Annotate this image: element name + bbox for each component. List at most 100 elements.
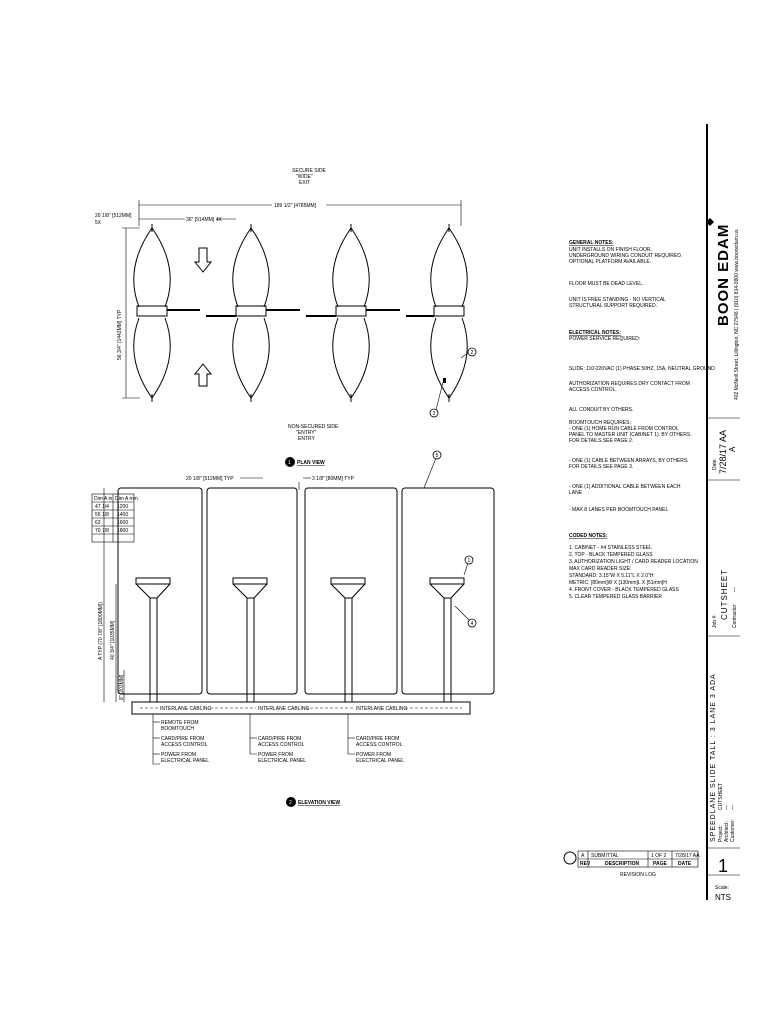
plan-bottom-label-3: ENTRY [298,436,316,442]
callout-2-icon [467,347,477,357]
plan-top-label-1: SECURE SIDE [292,168,327,174]
svg-text:BOOMTOUCH: BOOMTOUCH [161,726,194,732]
svg-text:4. FRONT COVER - BLACK TEMPERE: 4. FRONT COVER - BLACK TEMPERED GLASS [569,587,680,593]
svg-text:1600: 1600 [117,520,128,526]
svg-text:2: 2 [471,350,474,356]
svg-text:7/28/17 AA: 7/28/17 AA [675,853,700,859]
elev-cabinet-4 [429,577,465,702]
svg-text:OPTIONAL PLATFORM AVAILABLE.: OPTIONAL PLATFORM AVAILABLE. [569,259,651,265]
svg-text:63: 63 [95,520,101,526]
revision-marker-icon [563,851,577,865]
svg-text:—: — [724,805,730,810]
svg-text:SUBMITTAL: SUBMITTAL [591,853,619,859]
elevation-view-title: ELEVATION VIEW [298,800,340,806]
logo-mark-icon [706,218,714,226]
svg-text:STRUCTURAL SUPPORT REQUIRED.: STRUCTURAL SUPPORT REQUIRED. [569,303,657,309]
address: 402 McNeill Street, Lillington, NC 27546… [734,229,740,400]
svg-text:STANDARD: 3.15"W X 5.11"L X 2.: STANDARD: 3.15"W X 5.11"L X 2.0"H [569,573,654,579]
svg-text:ACCESS CONTROL: ACCESS CONTROL [161,742,208,748]
svg-text:LANE: LANE [569,490,583,496]
svg-text:Dim A in: Dim A in [94,496,113,502]
plan-cabinet-4 [430,224,468,402]
cabling-label-1: INTERLANE CABLING [160,706,212,712]
svg-text:DESCRIPTION: DESCRIPTION [605,861,640,867]
svg-text:1: 1 [468,558,471,564]
job-value: CUTSHEET [720,569,729,620]
svg-text:CUTSHEET: CUTSHEET [718,783,724,810]
svg-text:POWER SERVICE REQUIRED:: POWER SERVICE REQUIRED: [569,336,640,342]
svg-text:- ONE (1) CABLE BETWEEN ARRAYS: - ONE (1) CABLE BETWEEN ARRAYS, BY OTHER… [569,458,689,464]
svg-text:AUTHORIZATION REQUIRES DRY CON: AUTHORIZATION REQUIRES DRY CONTACT FROM [569,381,690,387]
svg-text:5: 5 [436,453,439,459]
view-marker-2-icon [286,797,296,807]
svg-text:PAGE: PAGE [653,861,667,867]
plan-view: SECURE SIDE "WIDE" EXIT 189 1/2" [4785MM… [95,168,477,467]
svg-text:- ONE (1) ADDITIONAL CABLE BET: - ONE (1) ADDITIONAL CABLE BETWEEN EACH [569,484,681,490]
svg-text:Dim A mm: Dim A mm [115,496,138,502]
svg-text:PANEL TO MASTER UNIT (CABINET: PANEL TO MASTER UNIT (CABINET 1). BY OTH… [569,432,692,438]
callout-4-icon [467,618,477,628]
revision-log: A SUBMITTAL 1 OF 2 7/28/17 AA REV DESCRI… [563,850,700,878]
svg-text:UNDERGROUND WIRING CONDUIT REQ: UNDERGROUND WIRING CONDUIT REQUIRED. [569,253,682,259]
elev-cabinet-3 [330,577,366,702]
elev-barrier-1 [117,487,203,695]
dim-a: A TYP (70 7/8" [1800MM]) [98,602,104,660]
svg-text:70 7/8: 70 7/8 [95,528,109,534]
elev-barrier-2 [206,487,298,695]
svg-text:2. TOP - BLACK TEMPERED GLASS: 2. TOP - BLACK TEMPERED GLASS [569,552,653,558]
svg-text:Date:: Date: [712,458,718,470]
svg-text:3. AUTHORIZATION LIGHT / CARD: 3. AUTHORIZATION LIGHT / CARD READER LOC… [569,559,698,565]
svg-text:CARD/PIRE FROM: CARD/PIRE FROM [356,736,399,742]
page-number: 1 [718,856,728,876]
svg-text:ACCESS CONTROL.: ACCESS CONTROL. [569,387,617,393]
svg-text:- MAX 8 LANES PER BOOMTOUCH PA: - MAX 8 LANES PER BOOMTOUCH PANEL [569,507,669,513]
svg-text:—: — [730,805,736,810]
svg-text:POWER FROM: POWER FROM [161,752,196,758]
cabling-label-2: INTERLANE CABLING [258,706,310,712]
svg-text:Contractor:: Contractor: [732,603,738,628]
svg-text:CARD/PIRE FROM: CARD/PIRE FROM [161,736,204,742]
svg-text:47 1/4: 47 1/4 [95,504,109,510]
plan-view-title: PLAN VIEW [297,460,325,466]
svg-text:Project:: Project: [718,825,724,842]
plan-cabinet-3 [332,224,370,402]
svg-text:1400: 1400 [117,512,128,518]
svg-text:ELECTRICAL PANEL: ELECTRICAL PANEL [356,758,404,764]
callout-1-icon [464,555,474,565]
dim-glass-sub: 5X [95,220,102,226]
coded-notes-title: CODED NOTES: [569,533,608,539]
title-block: BOON EDAM 402 McNeill Street, Lillington… [706,124,740,902]
svg-text:1. CABINET - #4 STAINLESS STEE: 1. CABINET - #4 STAINLESS STEEL [569,545,652,551]
svg-text:Scale:: Scale: [715,885,729,891]
plan-bottom-label-1: NON-SECURED SIDE [288,424,339,430]
electrical-notes-title: ELECTRICAL NOTES: [569,330,621,336]
svg-text:ALL CONDUIT BY OTHERS.: ALL CONDUIT BY OTHERS. [569,407,633,413]
svg-text:2: 2 [289,800,292,806]
dim-gap: 3 1/8" [80MM] TYP [312,476,355,482]
plan-bottom-label-2: "ENTRY" [296,430,317,436]
plan-cabinet-2 [232,224,270,402]
dim-overall: 189 1/2" [4785MM] [274,203,317,209]
dim-height: 56 3/4" [1442MM] TYP [117,309,123,360]
svg-text:FLOOR MUST BE DEAD LEVEL.: FLOOR MUST BE DEAD LEVEL. [569,281,643,287]
view-marker-icon [285,457,295,467]
rev-value: A [728,446,737,452]
svg-text:UNIT IS FREE STANDING - NO VER: UNIT IS FREE STANDING - NO VERTICAL [569,297,666,303]
scale-value: NTS [715,893,731,902]
dim-glass: 20 1/8" [512MM] [95,213,132,219]
svg-text:1800: 1800 [117,528,128,534]
svg-text:REMOTE FROM: REMOTE FROM [161,720,199,726]
svg-text:ELECTRICAL PANEL: ELECTRICAL PANEL [161,758,209,764]
svg-text:SLIDE: 110-220VAC (1) PHASE 50: SLIDE: 110-220VAC (1) PHASE 50HZ, 15A, N… [569,366,715,372]
elev-cabinet-2 [232,577,268,702]
svg-text:ACCESS CONTROL: ACCESS CONTROL [356,742,403,748]
svg-text:FOR DETAILS SEE PAGE 2.: FOR DETAILS SEE PAGE 2. [569,438,633,444]
elevation-view: 20 1/8" [512MM] TYP 3 1/8" [80MM] TYP [91,450,495,807]
svg-text:ACCESS CONTROL: ACCESS CONTROL [258,742,305,748]
product-title: SPEEDLANE SLIDE TALL : 3 LANE 3 ADA [710,673,717,842]
svg-text:CARD/PIRE FROM: CARD/PIRE FROM [258,736,301,742]
svg-text:FOR DETAILS SEE PAGE 3.: FOR DETAILS SEE PAGE 3. [569,464,633,470]
svg-text:1 OF 2: 1 OF 2 [651,853,667,859]
notes-block: GENERAL NOTES: UNIT INSTALLS ON FINISH F… [569,240,715,600]
svg-text:Architect:: Architect: [724,821,730,842]
